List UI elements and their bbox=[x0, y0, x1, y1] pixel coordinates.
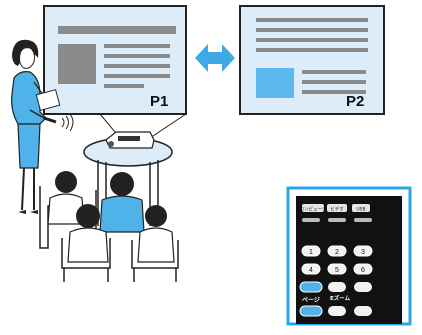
screen-p2-label: P2 bbox=[346, 93, 364, 110]
svg-text:6: 6 bbox=[361, 267, 365, 274]
remote-usb-button bbox=[352, 204, 370, 212]
screen-p2: P2 bbox=[239, 5, 385, 115]
remote-control-detail: コンピュータ ビデオ USB 1 2 3 4 5 6 ページ bbox=[286, 186, 412, 326]
double-arrow-left-right-icon bbox=[195, 44, 235, 72]
remote-ezoom-label: Eズーム bbox=[330, 294, 351, 302]
remote-usb-label: USB bbox=[356, 207, 365, 213]
remote-computer-button bbox=[302, 204, 324, 212]
svg-text:2: 2 bbox=[335, 249, 339, 256]
remote-keys-row-1: 1 2 3 bbox=[301, 245, 373, 257]
remote-computer-label: コンピュータ bbox=[300, 206, 327, 213]
svg-text:4: 4 bbox=[309, 267, 313, 274]
projector-on-table bbox=[83, 113, 187, 226]
audience bbox=[39, 171, 179, 282]
screen-p1: P1 bbox=[43, 5, 187, 115]
svg-text:3: 3 bbox=[361, 249, 365, 256]
presenter-figure bbox=[11, 39, 74, 214]
remote-video-button bbox=[327, 204, 347, 212]
svg-text:1: 1 bbox=[309, 249, 313, 256]
remote-keys-row-2: 4 5 6 bbox=[301, 263, 373, 275]
svg-text:5: 5 bbox=[335, 267, 339, 274]
screen-p1-label: P1 bbox=[150, 93, 168, 110]
remote-body bbox=[296, 196, 402, 324]
remote-page-label: ページ bbox=[302, 297, 320, 304]
remote-video-label: ビデオ bbox=[330, 206, 344, 213]
